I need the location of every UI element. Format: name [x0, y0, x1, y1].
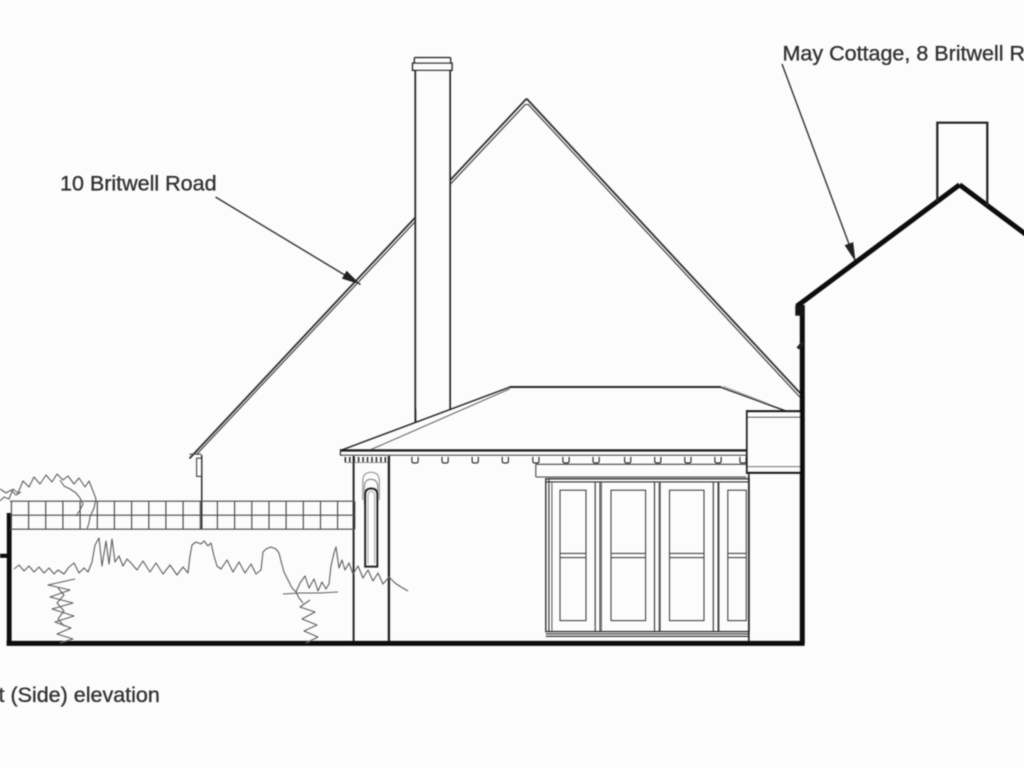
svg-text:t (Side) elevation: t (Side) elevation [0, 683, 160, 707]
svg-text:10 Britwell Road: 10 Britwell Road [60, 172, 217, 196]
svg-text:May Cottage, 8 Britwell Road: May Cottage, 8 Britwell Road [783, 41, 1024, 65]
